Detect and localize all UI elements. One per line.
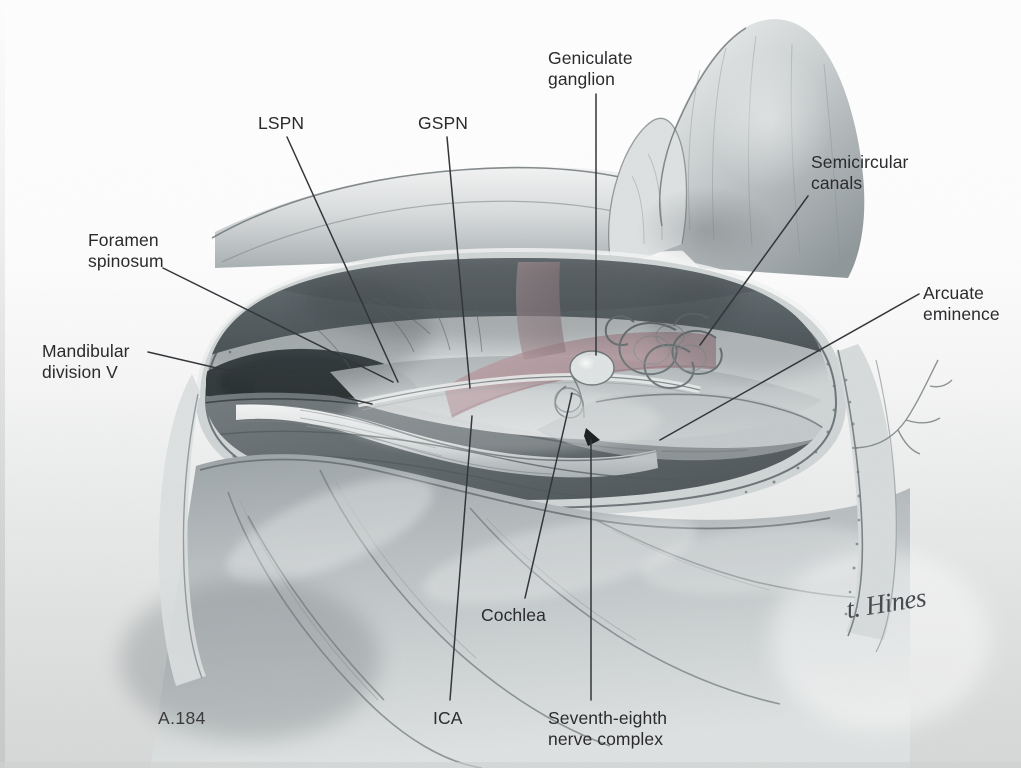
callout-label-lspn: LSPN (258, 113, 304, 134)
callout-label-ica: ICA (433, 708, 462, 729)
callout-label-line: LSPN (258, 113, 305, 133)
figure-number: A.184 (158, 708, 206, 728)
callout-label-line: Geniculate (548, 48, 633, 68)
callout-label-line: Seventh-eighth (548, 708, 668, 728)
callout-label-line: Semicircular (811, 152, 909, 172)
callout-label-line: GSPN (418, 113, 468, 133)
callout-label-line: Foramen (88, 230, 159, 250)
callout-label-line: canals (811, 173, 863, 193)
callout-label-line: division V (42, 362, 118, 382)
callout-label-line: Arcuate (923, 283, 985, 303)
callout-label-line: spinosum (88, 251, 164, 271)
callout-label-cochlea: Cochlea (481, 605, 546, 626)
scan-edge-bottom (0, 762, 1021, 768)
callout-label-line: eminence (923, 304, 1000, 324)
callout-label-gspn: GSPN (418, 113, 468, 134)
callout-label-line: nerve complex (548, 729, 664, 749)
callout-label-line: ICA (433, 708, 463, 728)
callout-label-line: Cochlea (481, 605, 546, 625)
callout-label-line: ganglion (548, 69, 615, 89)
callout-label-line: Mandibular (42, 341, 130, 361)
